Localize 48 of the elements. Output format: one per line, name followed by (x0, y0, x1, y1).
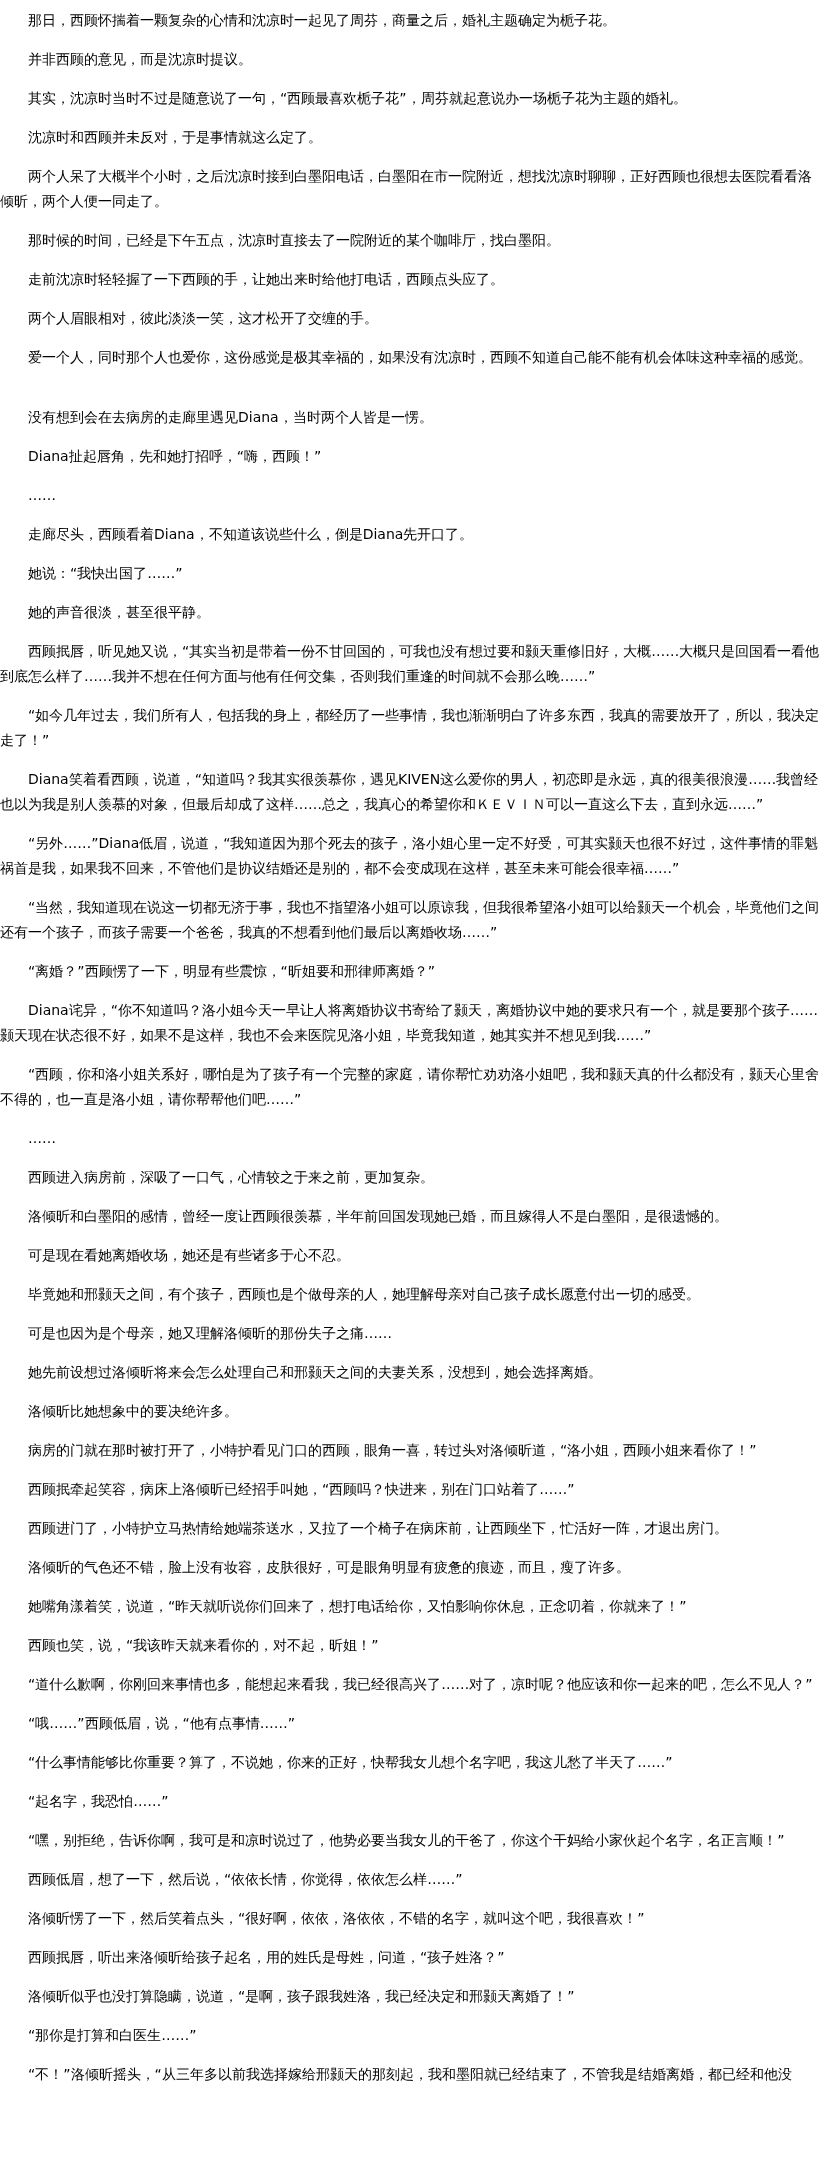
paragraph: …… (27, 1129, 57, 1148)
paragraph: “如今几年过去，我们所有人，包括我的身上，都经历了一些事情，我也渐渐明白了许多东西，我真的需要放开了，所以，我决定走了！” (0, 706, 821, 750)
paragraph: Diana扯起唇角，先和她打招呼，“嗨，西顾！” (27, 447, 323, 466)
paragraph: 可是现在看她离婚收场，她还是有些诸多于心不忍。 (27, 1246, 351, 1265)
paragraph: 她先前设想过洛倾昕将来会怎么处理自己和邢颢天之间的夫妻关系，没想到，她会选择离婚。 (27, 1363, 603, 1382)
paragraph: 西顾进入病房前，深吸了一口气，心情较之于来之前，更加复杂。 (27, 1168, 435, 1187)
paragraph: 她说：“我快出国了……” (27, 564, 184, 583)
paragraph: “当然，我知道现在说这一切都无济于事，我也不指望洛小姐可以原谅我，但我很希望洛小姐可以给颢天一个机会，毕竟他们之间还有一个孩子，而孩子需要一个爸爸，我真的不想看到他们最后以离婚收场……” (0, 898, 821, 942)
paragraph: “离婚？”西顾愣了一下，明显有些震惊，“昕姐要和邢律师离婚？” (27, 962, 436, 981)
paragraph: 洛倾昕和白墨阳的感情，曾经一度让西顾很羡慕，半年前回国发现她已婚，而且嫁得人不是白墨阳，是很遗憾的。 (27, 1207, 729, 1226)
paragraph: 洛倾昕的气色还不错，脸上没有妆容，皮肤很好，可是眼角明显有疲惫的痕迹，而且，瘦了许多。 (27, 1558, 631, 1577)
paragraph: “不！”洛倾昕摇头，“从三年多以前我选择嫁给邢颢天的那刻起，我和墨阳就已经结束了，不管我是结婚离婚，都已经和他没 (27, 2065, 793, 2084)
paragraph: 那日，西顾怀揣着一颗复杂的心情和沈凉时一起见了周芬，商量之后，婚礼主题确定为栀子花。 (27, 11, 617, 30)
paragraph: 两个人眉眼相对，彼此淡淡一笑，这才松开了交缠的手。 (27, 309, 379, 328)
paragraph: …… (27, 486, 57, 505)
paragraph: “什么事情能够比你重要？算了，不说她，你来的正好，快帮我女儿想个名字吧，我这儿愁了半天了……” (27, 1753, 674, 1772)
paragraph: 爱一个人，同时那个人也爱你，这份感觉是极其幸福的，如果没有沈凉时，西顾不知道自己能不能有机会体味这种幸福的感觉。 (27, 348, 813, 367)
paragraph: 毕竟她和邢颢天之间，有个孩子，西顾也是个做母亲的人，她理解母亲对自己孩子成长愿意付出一切的感受。 (27, 1285, 701, 1304)
paragraph: “嘿，别拒绝，告诉你啊，我可是和凉时说过了，他势必要当我女儿的干爸了，你这个干妈给小家伙起个名字，名正言顺！” (27, 1831, 786, 1850)
paragraph: “道什么歉啊，你刚回来事情也多，能想起来看我，我已经很高兴了……对了，凉时呢？他应该和你一起来的吧，怎么不见人？” (27, 1675, 814, 1694)
paragraph: 病房的门就在那时被打开了，小特护看见门口的西顾，眼角一喜，转过头对洛倾昕道，“洛小姐，西顾小姐来看你了！” (27, 1441, 758, 1460)
paragraph: 西顾低眉，想了一下，然后说，“依依长情，你觉得，依依怎么样……” (27, 1870, 464, 1889)
paragraph: 并非西顾的意见，而是沈凉时提议。 (27, 50, 253, 69)
paragraph: “另外……”Diana低眉，说道，“我知道因为那个死去的孩子，洛小姐心里一定不好受，可其实颢天也很不好过，这件事情的罪魁祸首是我，如果我不回来，不管他们是协议结婚还是别的，都不会变成现在这样，甚至未来可能会很幸福……” (0, 834, 820, 878)
paragraph: 西顾抿牵起笑容，病床上洛倾昕已经招手叫她，“西顾吗？快进来，别在门口站着了……” (27, 1480, 576, 1499)
paragraph: 西顾进门了，小特护立马热情给她端茶送水，又拉了一个椅子在病床前，让西顾坐下，忙活好一阵，才退出房门。 (27, 1519, 729, 1538)
paragraph: 沈凉时和西顾并未反对，于是事情就这么定了。 (27, 128, 323, 147)
paragraph: 可是也因为是个母亲，她又理解洛倾昕的那份失子之痛…… (27, 1324, 393, 1343)
paragraph: 西顾抿唇，听出来洛倾昕给孩子起名，用的姓氏是母姓，问道，“孩子姓洛？” (27, 1948, 506, 1967)
paragraph: 西顾也笑，说，“我该昨天就来看你的，对不起，昕姐！” (27, 1636, 380, 1655)
paragraph: “那你是打算和白医生……” (27, 2026, 198, 2045)
paragraph: 西顾抿唇，听见她又说，“其实当初是带着一份不甘回国的，可我也没有想过要和颢天重修旧好，大概……大概只是回国看一看他到底怎么样了……我并不想在任何方面与他有任何交集，否则我们重逢的时间就不会那么晚……” (0, 642, 821, 686)
paragraph: 她嘴角漾着笑，说道，“昨天就听说你们回来了，想打电话给你，又怕影响你休息，正念叨着，你就来了！” (27, 1597, 688, 1616)
paragraph: “西顾，你和洛小姐关系好，哪怕是为了孩子有一个完整的家庭，请你帮忙劝劝洛小姐吧，我和颢天真的什么都没有，颢天心里舍不得的，也一直是洛小姐，请你帮帮他们吧……” (0, 1065, 821, 1109)
paragraph: 她的声音很淡，甚至很平静。 (27, 603, 211, 622)
paragraph: “起名字，我恐怕……” (27, 1792, 170, 1811)
paragraph: Diana诧异，“你不知道吗？洛小姐今天一早让人将离婚协议书寄给了颢天，离婚协议中她的要求只有一个，就是要那个孩子……颢天现在状态很不好，如果不是这样，我也不会来医院见洛小姐，毕竟我知道，她其实并不想见到我……” (0, 1001, 819, 1045)
paragraph: “哦……”西顾低眉，说，“他有点事情……” (27, 1714, 296, 1733)
paragraph: 洛倾昕似乎也没打算隐瞒，说道，“是啊，孩子跟我姓洛，我已经决定和邢颢天离婚了！” (27, 1987, 576, 2006)
paragraph: 走廊尽头，西顾看着Diana，不知道该说些什么，倒是Diana先开口了。 (27, 525, 475, 544)
paragraph: 那时候的时间，已经是下午五点，沈凉时直接去了一院附近的某个咖啡厅，找白墨阳。 (27, 231, 561, 250)
paragraph: 其实，沈凉时当时不过是随意说了一句，“西顾最喜欢栀子花”，周芬就起意说办一场栀子花为主题的婚礼。 (27, 89, 688, 108)
paragraph: 洛倾昕比她想象中的要决绝许多。 (27, 1402, 239, 1421)
paragraph: 两个人呆了大概半个小时，之后沈凉时接到白墨阳电话，白墨阳在市一院附近，想找沈凉时聊聊，正好西顾也很想去医院看看洛倾昕，两个人便一同走了。 (0, 167, 813, 211)
paragraph: 走前沈凉时轻轻握了一下西顾的手，让她出来时给他打电话，西顾点头应了。 (27, 270, 505, 289)
paragraph: Diana笑着看西顾，说道，“知道吗？我其实很羡慕你，遇见KIVEN这么爱你的男人，初恋即是永远，真的很美很浪漫……我曾经也以为我是别人羡慕的对象，但最后却成了这样……总之，我真心的希望你和ＫＥＶＩＮ可以一直这么下去，直到永远……” (0, 770, 820, 814)
paragraph: 没有想到会在去病房的走廊里遇见Diana，当时两个人皆是一愣。 (27, 408, 434, 427)
paragraph: 洛倾昕愣了一下，然后笑着点头，“很好啊，依依，洛依依，不错的名字，就叫这个吧，我很喜欢！” (27, 1909, 646, 1928)
